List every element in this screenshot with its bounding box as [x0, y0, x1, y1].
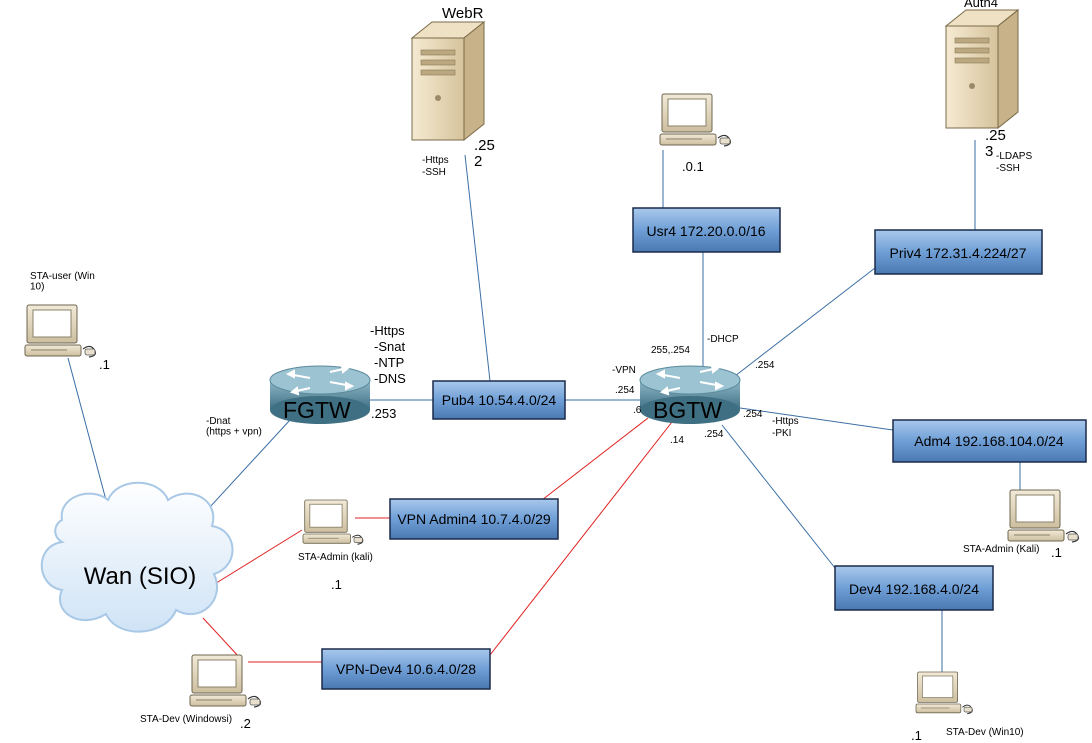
link-priv4-bgtw: [734, 267, 876, 377]
network-priv4[interactable]: Priv4 172.31.4.224/27: [874, 229, 1043, 275]
bgtw-ip-top: 255,.254: [651, 345, 690, 356]
bgtw-ip-vpnadmin: .6: [633, 405, 642, 416]
webr-service-2: -SSH: [422, 167, 446, 178]
link-bgtw-dev4: [721, 424, 836, 569]
fgtw-service-2: -Snat: [374, 339, 405, 354]
sta-admin-kali-name: STA-Admin (kali): [298, 552, 373, 563]
server-icon: [411, 21, 485, 141]
bgtw-ip-priv: .254: [755, 360, 775, 371]
sta-dev-windows-pc[interactable]: STA-Dev (Windowsi) .2: [140, 654, 261, 731]
link-stauser-wan: [67, 357, 111, 516]
bgtw-name: BGTW: [653, 397, 722, 423]
network-adm4[interactable]: Adm4 192.168.104.0/24: [892, 419, 1087, 463]
link-vpndev4-bgtw: [489, 421, 673, 656]
sta-admin-kali-ip: .1: [331, 577, 342, 592]
bgtw-service-2: -PKI: [772, 428, 791, 439]
computer-icon: [189, 654, 261, 708]
network-vpn-dev4-label: VPN-Dev4 10.6.4.0/28: [336, 661, 476, 677]
computer-icon: [1007, 489, 1080, 543]
bgtw-dhcp: -DHCP: [707, 334, 739, 345]
webr-service-1: -Https: [422, 155, 449, 166]
network-vpn-admin4-label: VPN Admin4 10.7.4.0/29: [397, 511, 551, 527]
bgtw-vpn: -VPN: [612, 365, 636, 376]
computer-icon: [659, 93, 732, 147]
sta-admin-kali-right-ip: .1: [1051, 545, 1062, 560]
webr-name: WebR: [442, 5, 484, 22]
bgtw-ip-vpndev: .14: [670, 435, 684, 446]
fgtw-service-1: -Https: [370, 323, 405, 338]
network-dev4-label: Dev4 192.168.4.0/24: [849, 581, 979, 597]
auth4-service-1: -LDAPS: [996, 151, 1032, 162]
sta-dev-win10-name: STA-Dev (Win10): [946, 727, 1024, 738]
sta-dev-windows-ip: .2: [240, 716, 251, 731]
cloud-icon: [40, 481, 234, 633]
sta-admin-kali-right-pc[interactable]: STA-Admin (Kali) .1: [963, 489, 1080, 560]
sta-admin-kali-pc[interactable]: STA-Admin (kali) .1: [298, 499, 373, 592]
fgtw-dnat: -Dnat(https + vpn): [206, 416, 262, 438]
auth4-service-2: -SSH: [996, 163, 1020, 174]
link-wan-staadmin: [204, 529, 303, 591]
links-red: [202, 417, 673, 663]
network-adm4-label: Adm4 192.168.104.0/24: [914, 433, 1064, 449]
sta-user-ip: .1: [99, 357, 110, 372]
network-vpn-dev4[interactable]: VPN-Dev4 10.6.4.0/28: [321, 648, 491, 690]
link-wan-fgtw: [197, 419, 291, 521]
computer-icon: [24, 304, 97, 358]
fgtw-ip: .253: [371, 406, 396, 421]
link-bgtw-adm4: [739, 407, 894, 431]
computer-icon: [915, 671, 973, 715]
usr4-pc-ip: .0.1: [682, 159, 704, 174]
network-dev4[interactable]: Dev4 192.168.4.0/24: [834, 565, 994, 611]
wan-name: Wan (SIO): [84, 563, 196, 590]
bgtw-ip-pub: .254: [615, 385, 635, 396]
link-webr-pub4: [464, 154, 491, 382]
sta-dev-win10-ip: .1: [911, 728, 922, 743]
network-pub4[interactable]: Pub4 10.54.4.0/24: [432, 380, 566, 420]
sta-dev-win10-pc[interactable]: STA-Dev (Win10) .1: [911, 671, 1024, 743]
fgtw-service-4: -DNS: [374, 371, 406, 386]
bgtw-ip-dev: .254: [704, 429, 724, 440]
auth4-name: Auth4: [964, 0, 998, 10]
links-blue: [67, 140, 1021, 672]
usr4-pc[interactable]: .0.1: [659, 93, 732, 174]
server-icon: [945, 9, 1019, 129]
sta-dev-windows-name: STA-Dev (Windowsi): [140, 714, 232, 725]
bgtw-service-1: -Https: [772, 416, 799, 427]
wan-cloud[interactable]: Wan (SIO): [40, 481, 234, 633]
fgtw-service-3: -NTP: [374, 355, 404, 370]
sta-admin-kali-right-name: STA-Admin (Kali): [963, 544, 1040, 555]
network-vpn-admin4[interactable]: VPN Admin4 10.7.4.0/29: [389, 498, 559, 540]
fgtw-router[interactable]: FGTW .253 -Https -Snat -NTP -DNS -Dnat(h…: [206, 323, 406, 438]
fgtw-name: FGTW: [283, 397, 351, 423]
computer-icon: [302, 499, 364, 545]
network-pub4-label: Pub4 10.54.4.0/24: [442, 392, 557, 408]
link-vpnadmin4-bgtw: [541, 417, 649, 501]
network-usr4[interactable]: Usr4 172.20.0.0/16: [632, 207, 781, 253]
link-wan-stadev: [202, 617, 241, 659]
network-priv4-label: Priv4 172.31.4.224/27: [890, 245, 1027, 261]
bgtw-ip-adm: .254: [743, 409, 763, 420]
bgtw-router[interactable]: BGTW 255,.254 .254 .6 .14 .254 .254 .254…: [612, 334, 799, 446]
network-usr4-label: Usr4 172.20.0.0/16: [646, 223, 765, 239]
